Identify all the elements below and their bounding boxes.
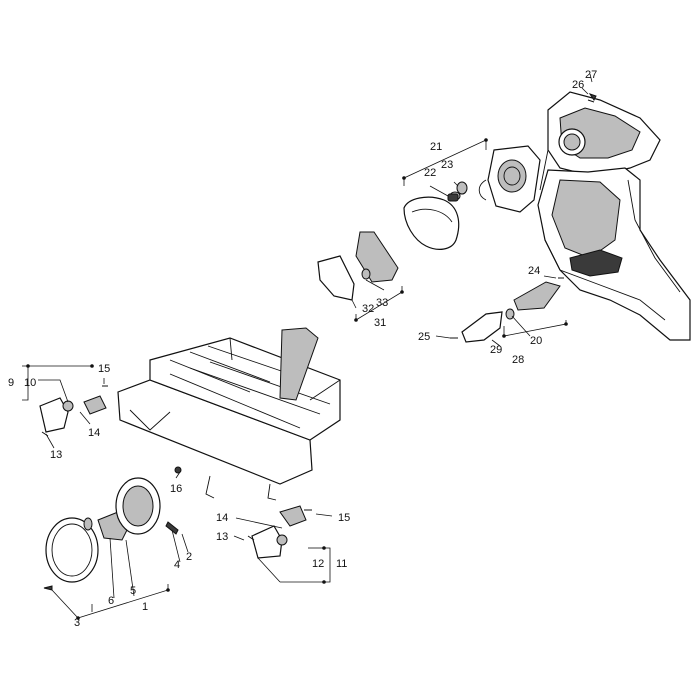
callout-23: 23 [441, 159, 453, 171]
callout-15a: 15 [98, 363, 110, 375]
front-lamp-bezel [45, 517, 99, 583]
callout-15b: 15 [338, 512, 350, 524]
callout-6: 6 [108, 595, 114, 607]
callout-20: 20 [530, 335, 542, 347]
fasteners [450, 93, 597, 339]
callout-24: 24 [528, 265, 540, 277]
callout-5: 5 [130, 585, 136, 597]
turn-signal-rear-left [39, 385, 108, 437]
callout-27: 27 [585, 69, 597, 81]
callout-16: 16 [170, 483, 182, 495]
callout-9: 9 [8, 377, 14, 389]
callout-10: 10 [24, 377, 36, 389]
callout-11: 11 [336, 558, 347, 570]
callout-22: 22 [424, 167, 436, 179]
callout-28: 28 [512, 354, 524, 366]
callout-25: 25 [418, 331, 430, 343]
callout-13b: 13 [216, 531, 228, 543]
headlight-housing [478, 145, 541, 213]
front-shield-assembly [537, 91, 691, 341]
callout-29: 29 [490, 344, 502, 356]
leader-dots [26, 138, 568, 620]
lamp-bulb [83, 517, 93, 531]
callout-4: 4 [174, 559, 180, 571]
callout-32: 32 [362, 303, 374, 315]
callout-33: 33 [376, 297, 388, 309]
callout-2: 2 [186, 551, 192, 563]
turn-signal-right-front [317, 231, 399, 301]
callout-labels: 27 26 21 22 23 24 20 29 28 25 32 33 31 1… [8, 69, 597, 629]
callout-21: 21 [430, 141, 442, 153]
callout-3: 3 [74, 617, 80, 629]
callout-26: 26 [572, 79, 584, 91]
callout-14b: 14 [216, 512, 228, 524]
turn-signal-left-front [461, 281, 561, 343]
turn-signal-rear-right [247, 505, 312, 559]
lamp-reflector [115, 477, 161, 535]
callout-1: 1 [142, 601, 148, 613]
callout-12: 12 [312, 558, 324, 570]
bulb-socket [447, 193, 459, 202]
callout-14a: 14 [88, 427, 100, 439]
lamp-screws [43, 521, 179, 591]
callout-31: 31 [374, 317, 386, 329]
front-luggage-rack [117, 327, 341, 501]
callout-13a: 13 [50, 449, 62, 461]
headlight-lens [403, 196, 460, 250]
